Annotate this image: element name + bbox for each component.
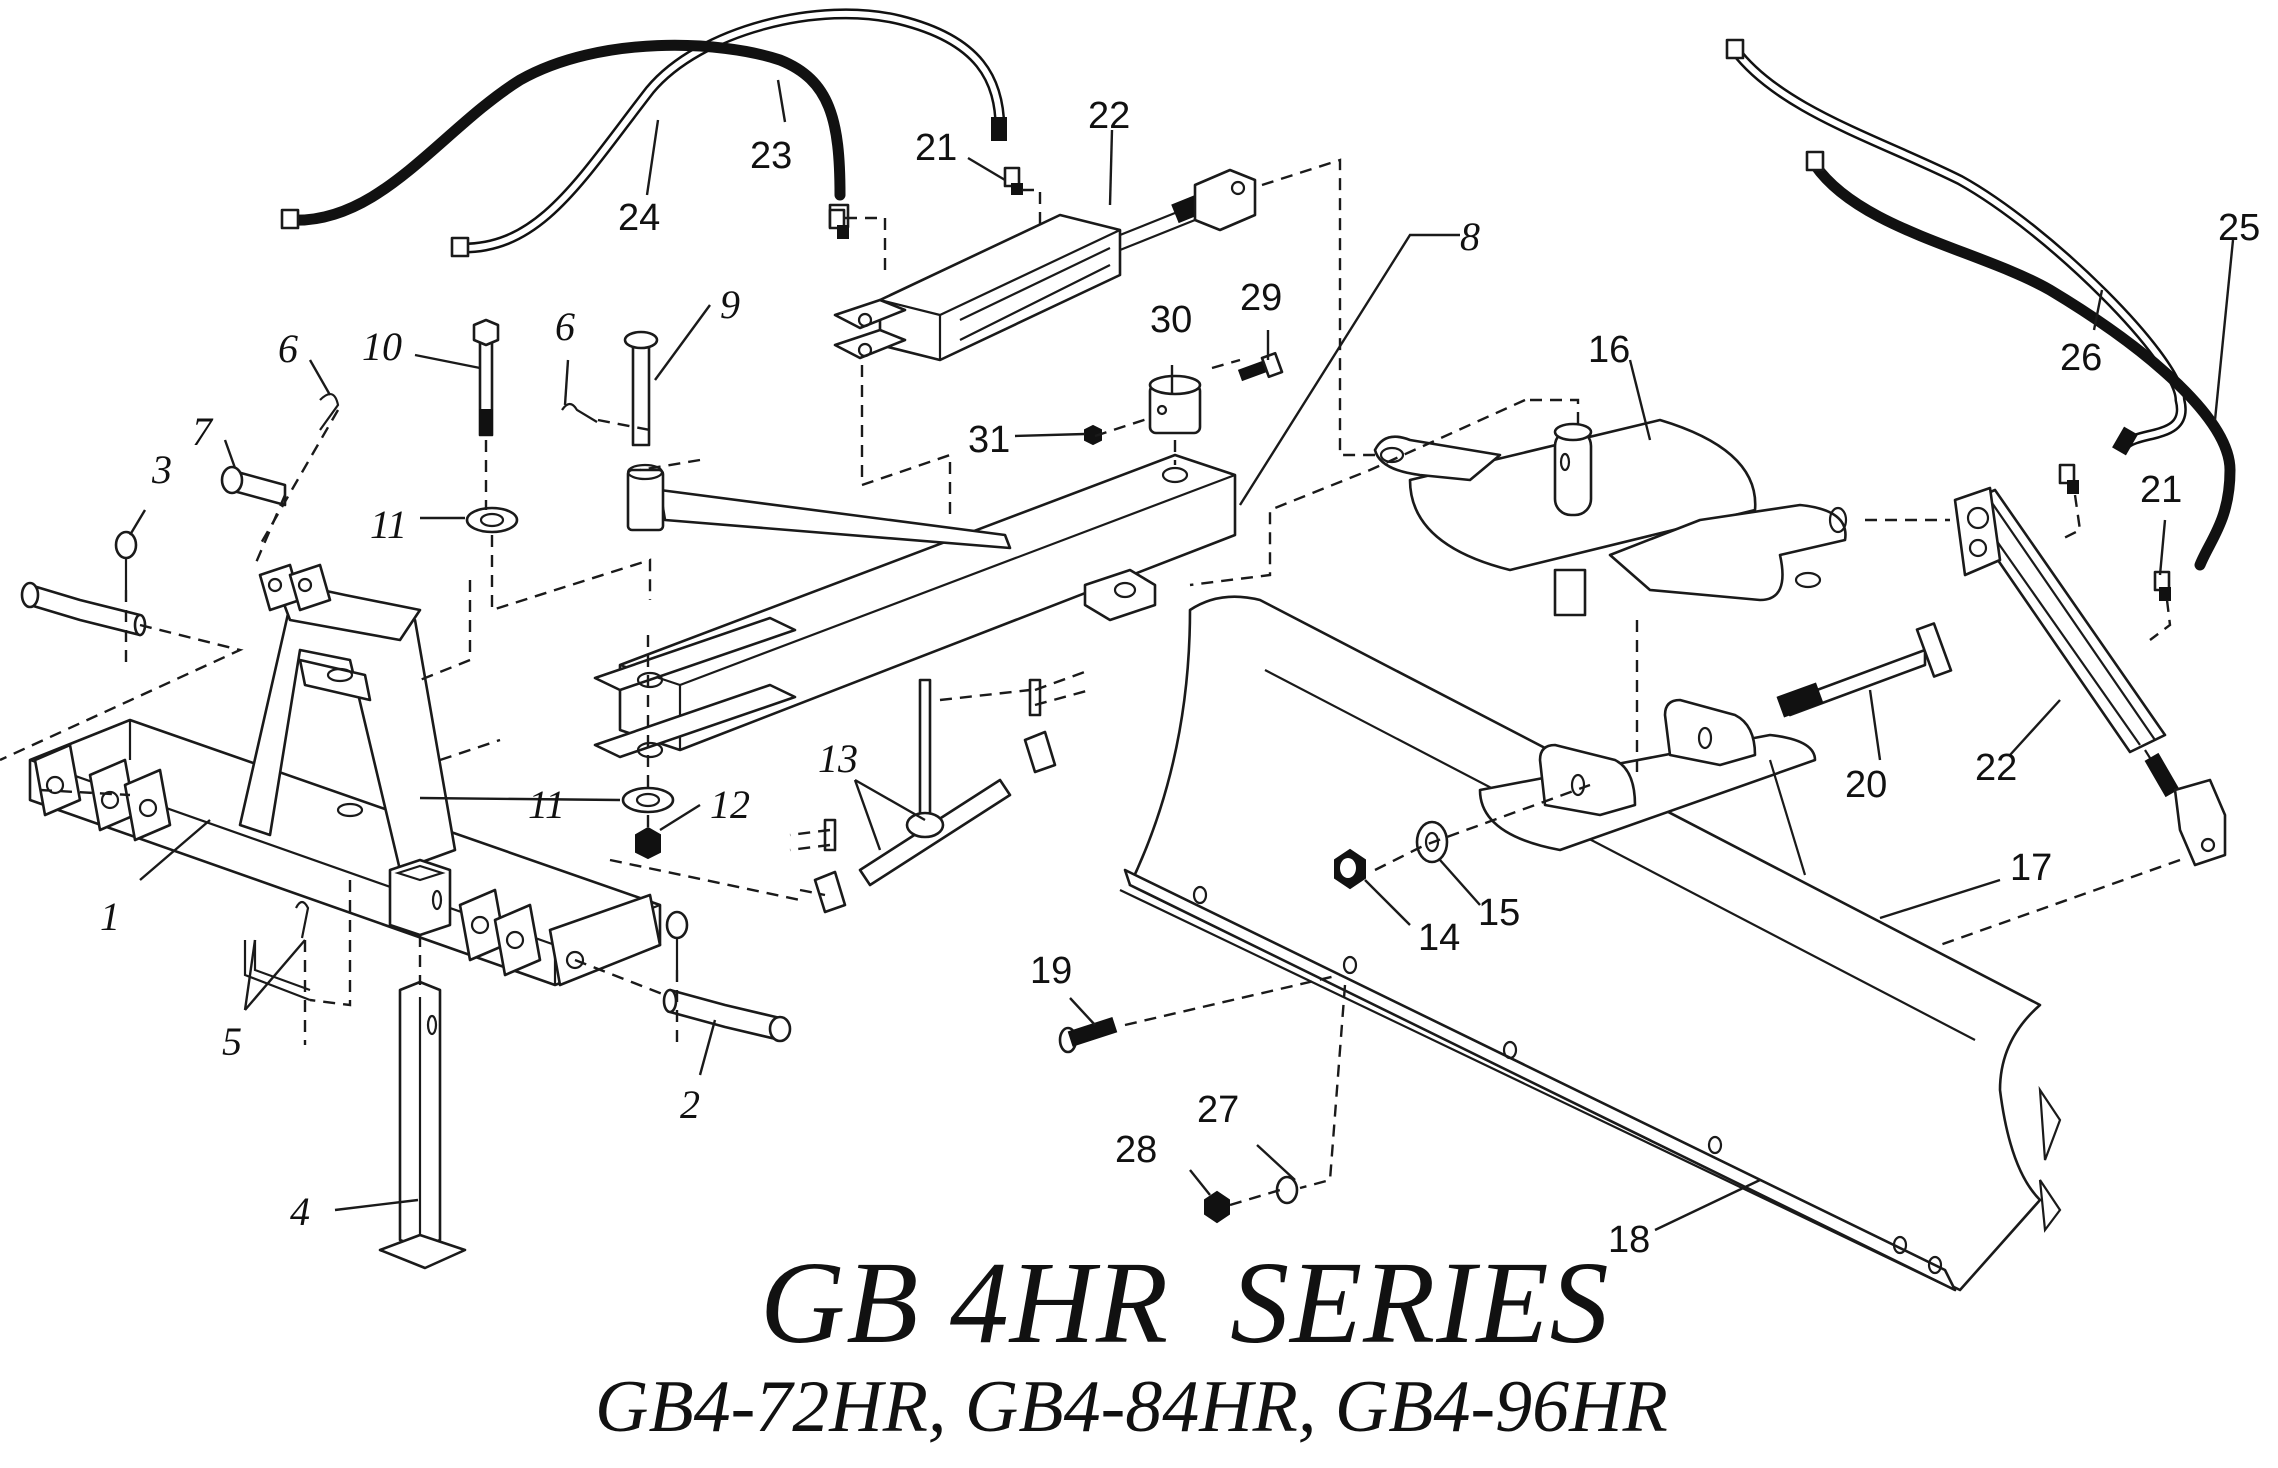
callout-9: 9 — [720, 282, 740, 327]
fitting-21-right-a — [2058, 463, 2079, 494]
callout-10: 10 — [362, 324, 402, 369]
callout-21a: 21 — [915, 127, 957, 169]
assembly-lines — [0, 158, 2181, 1207]
nut-12 — [635, 826, 661, 860]
nut-31 — [1084, 424, 1102, 446]
callout-22a: 22 — [1088, 95, 1130, 137]
callout-labels: 1 2 3 4 5 6 6 7 8 9 10 11 11 12 13 14 15… — [100, 95, 2260, 1261]
callout-5: 5 — [222, 1019, 242, 1064]
callout-22b: 22 — [1975, 747, 2017, 789]
parking-stand — [378, 980, 467, 1270]
callout-3: 3 — [151, 447, 172, 492]
top-link-pin-7 — [220, 465, 287, 507]
leader-lines — [128, 79, 2235, 1232]
fitting-21-right-b — [2153, 570, 2171, 601]
offset-linkage — [813, 678, 1057, 914]
hair-pin-clip-6a — [319, 393, 340, 431]
diagram-subtitle: GB4-72HR, GB4-84HR, GB4-96HR — [595, 1366, 1668, 1448]
hydraulic-cylinder-right — [1953, 486, 2227, 867]
pivot-pin-9 — [623, 330, 659, 447]
callout-17: 17 — [2010, 847, 2052, 889]
main-beam — [593, 453, 1237, 759]
callout-11b: 11 — [528, 782, 565, 827]
callout-7: 7 — [192, 409, 214, 454]
callout-14: 14 — [1418, 917, 1460, 959]
pivot-arm — [626, 463, 1012, 550]
blade — [1119, 595, 2062, 1292]
fitting-21-top — [1003, 166, 1023, 195]
bolt-29 — [1237, 351, 1284, 382]
turntable — [1373, 418, 1848, 617]
callout-4: 4 — [290, 1189, 310, 1234]
callout-24: 24 — [618, 197, 660, 239]
nut-14 — [1334, 848, 1366, 890]
callout-29: 29 — [1240, 277, 1282, 319]
a-frame-hitch — [28, 563, 662, 987]
tilt-bolt-20 — [1776, 622, 1953, 718]
callout-25: 25 — [2218, 207, 2260, 249]
hydraulic-cylinder-top — [833, 168, 1257, 362]
callout-27: 27 — [1197, 1089, 1239, 1131]
callout-12: 12 — [710, 782, 750, 827]
lower-hitch-pin-left — [20, 581, 147, 637]
hose-26 — [1725, 38, 2187, 456]
callout-21b: 21 — [2140, 469, 2182, 511]
collar-30 — [1148, 374, 1202, 435]
lower-hitch-pin-2 — [662, 988, 792, 1043]
callout-16: 16 — [1588, 329, 1630, 371]
washer-11-lower — [621, 786, 675, 814]
callout-23: 23 — [750, 135, 792, 177]
callout-26: 26 — [2060, 337, 2102, 379]
washer-11-upper — [465, 506, 519, 534]
callout-6a: 6 — [278, 326, 298, 371]
lock-washer-27 — [1275, 1175, 1299, 1205]
callout-31: 31 — [968, 419, 1010, 461]
callout-13: 13 — [818, 736, 858, 781]
callout-19: 19 — [1030, 950, 1072, 992]
callout-1: 1 — [100, 894, 120, 939]
bolt-10 — [472, 318, 500, 437]
callout-30: 30 — [1150, 299, 1192, 341]
callout-2: 2 — [680, 1082, 700, 1127]
lynch-pin-near-2 — [665, 910, 689, 970]
diagram-title: GB 4HR SERIES — [760, 1237, 1610, 1368]
nut-28 — [1204, 1190, 1230, 1224]
callout-6b: 6 — [555, 304, 575, 349]
fitting-23-end — [828, 208, 849, 239]
lynch-pin-3 — [114, 530, 138, 590]
callout-20: 20 — [1845, 764, 1887, 806]
callout-8: 8 — [1460, 214, 1480, 259]
stand-pin-5 — [243, 900, 311, 1002]
plow-bolt-19 — [1058, 1016, 1118, 1054]
callout-28: 28 — [1115, 1129, 1157, 1171]
callout-11a: 11 — [370, 502, 407, 547]
callout-15: 15 — [1478, 892, 1520, 934]
hose-24 — [450, 8, 1007, 258]
hose-25 — [1805, 150, 2236, 571]
callout-18: 18 — [1608, 1219, 1650, 1261]
hair-pin-clip-6b — [561, 402, 598, 423]
